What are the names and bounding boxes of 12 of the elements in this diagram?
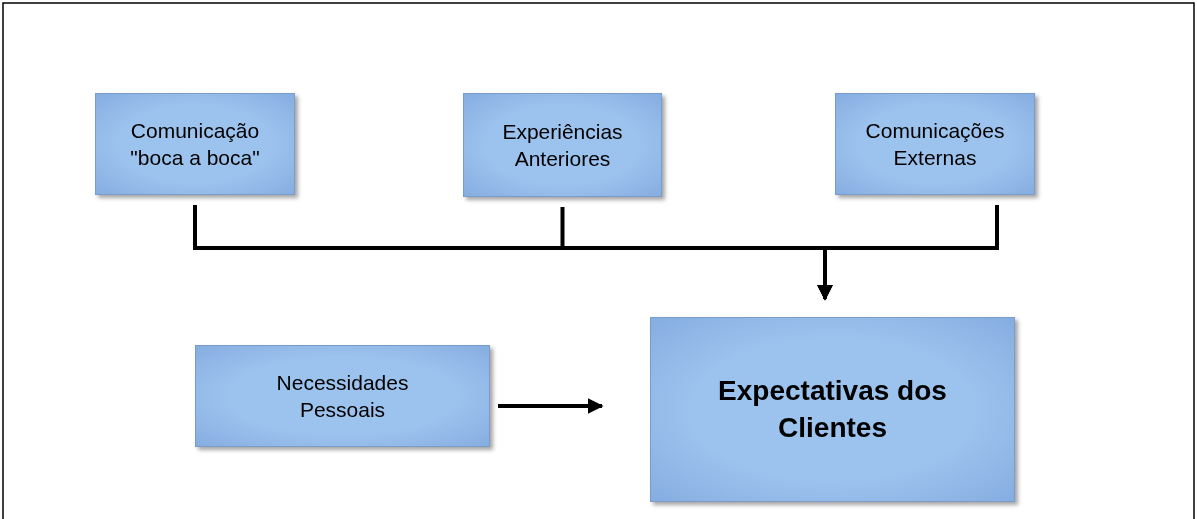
- arrow: [817, 205, 999, 301]
- box-label: Comunicação "boca a boca": [129, 117, 261, 171]
- box-label: Necessidades Pessoais: [275, 369, 410, 423]
- process-box: [650, 317, 1015, 502]
- process-box: [835, 93, 1035, 195]
- box-label: Experiências Anteriores: [501, 118, 624, 172]
- box-label: Expectativas dos Clientes: [717, 374, 948, 445]
- process-box: [195, 345, 490, 447]
- arrow: [498, 398, 604, 414]
- process-box: [95, 93, 295, 195]
- process-box: [463, 93, 662, 197]
- box-label: Comunicações Externas: [864, 117, 1006, 171]
